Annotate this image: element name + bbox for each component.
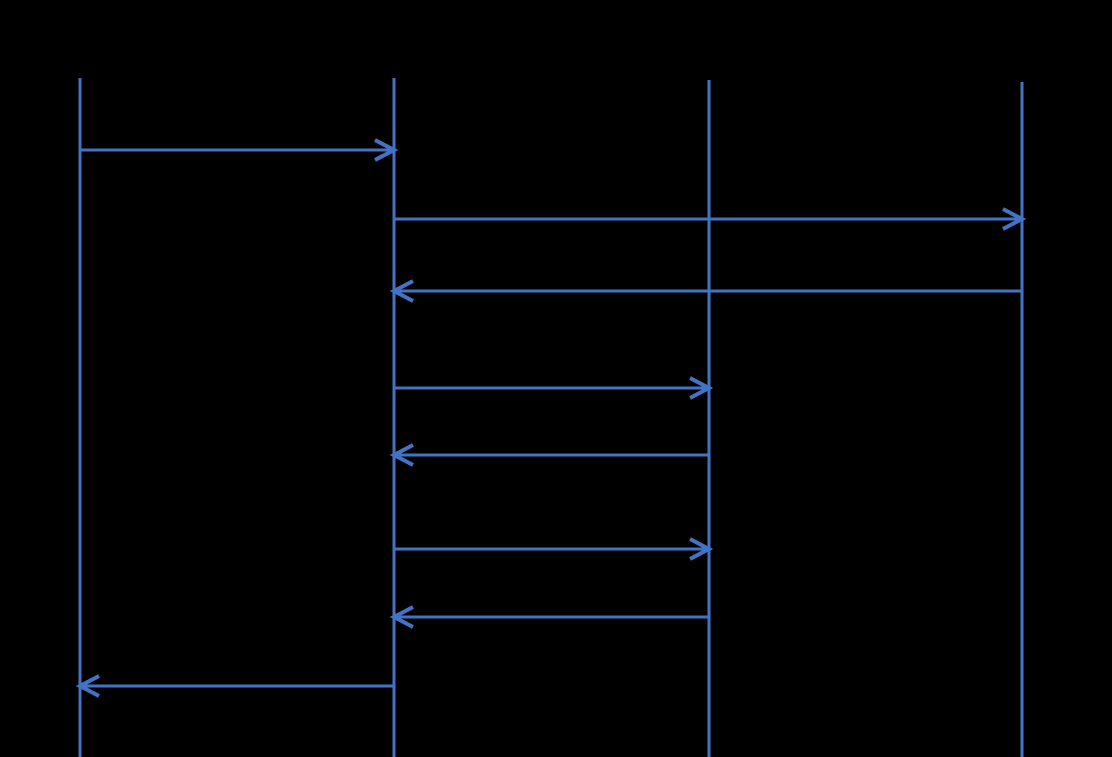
diagram-canvas — [75, 78, 1027, 757]
sequence-diagram — [75, 78, 1027, 757]
